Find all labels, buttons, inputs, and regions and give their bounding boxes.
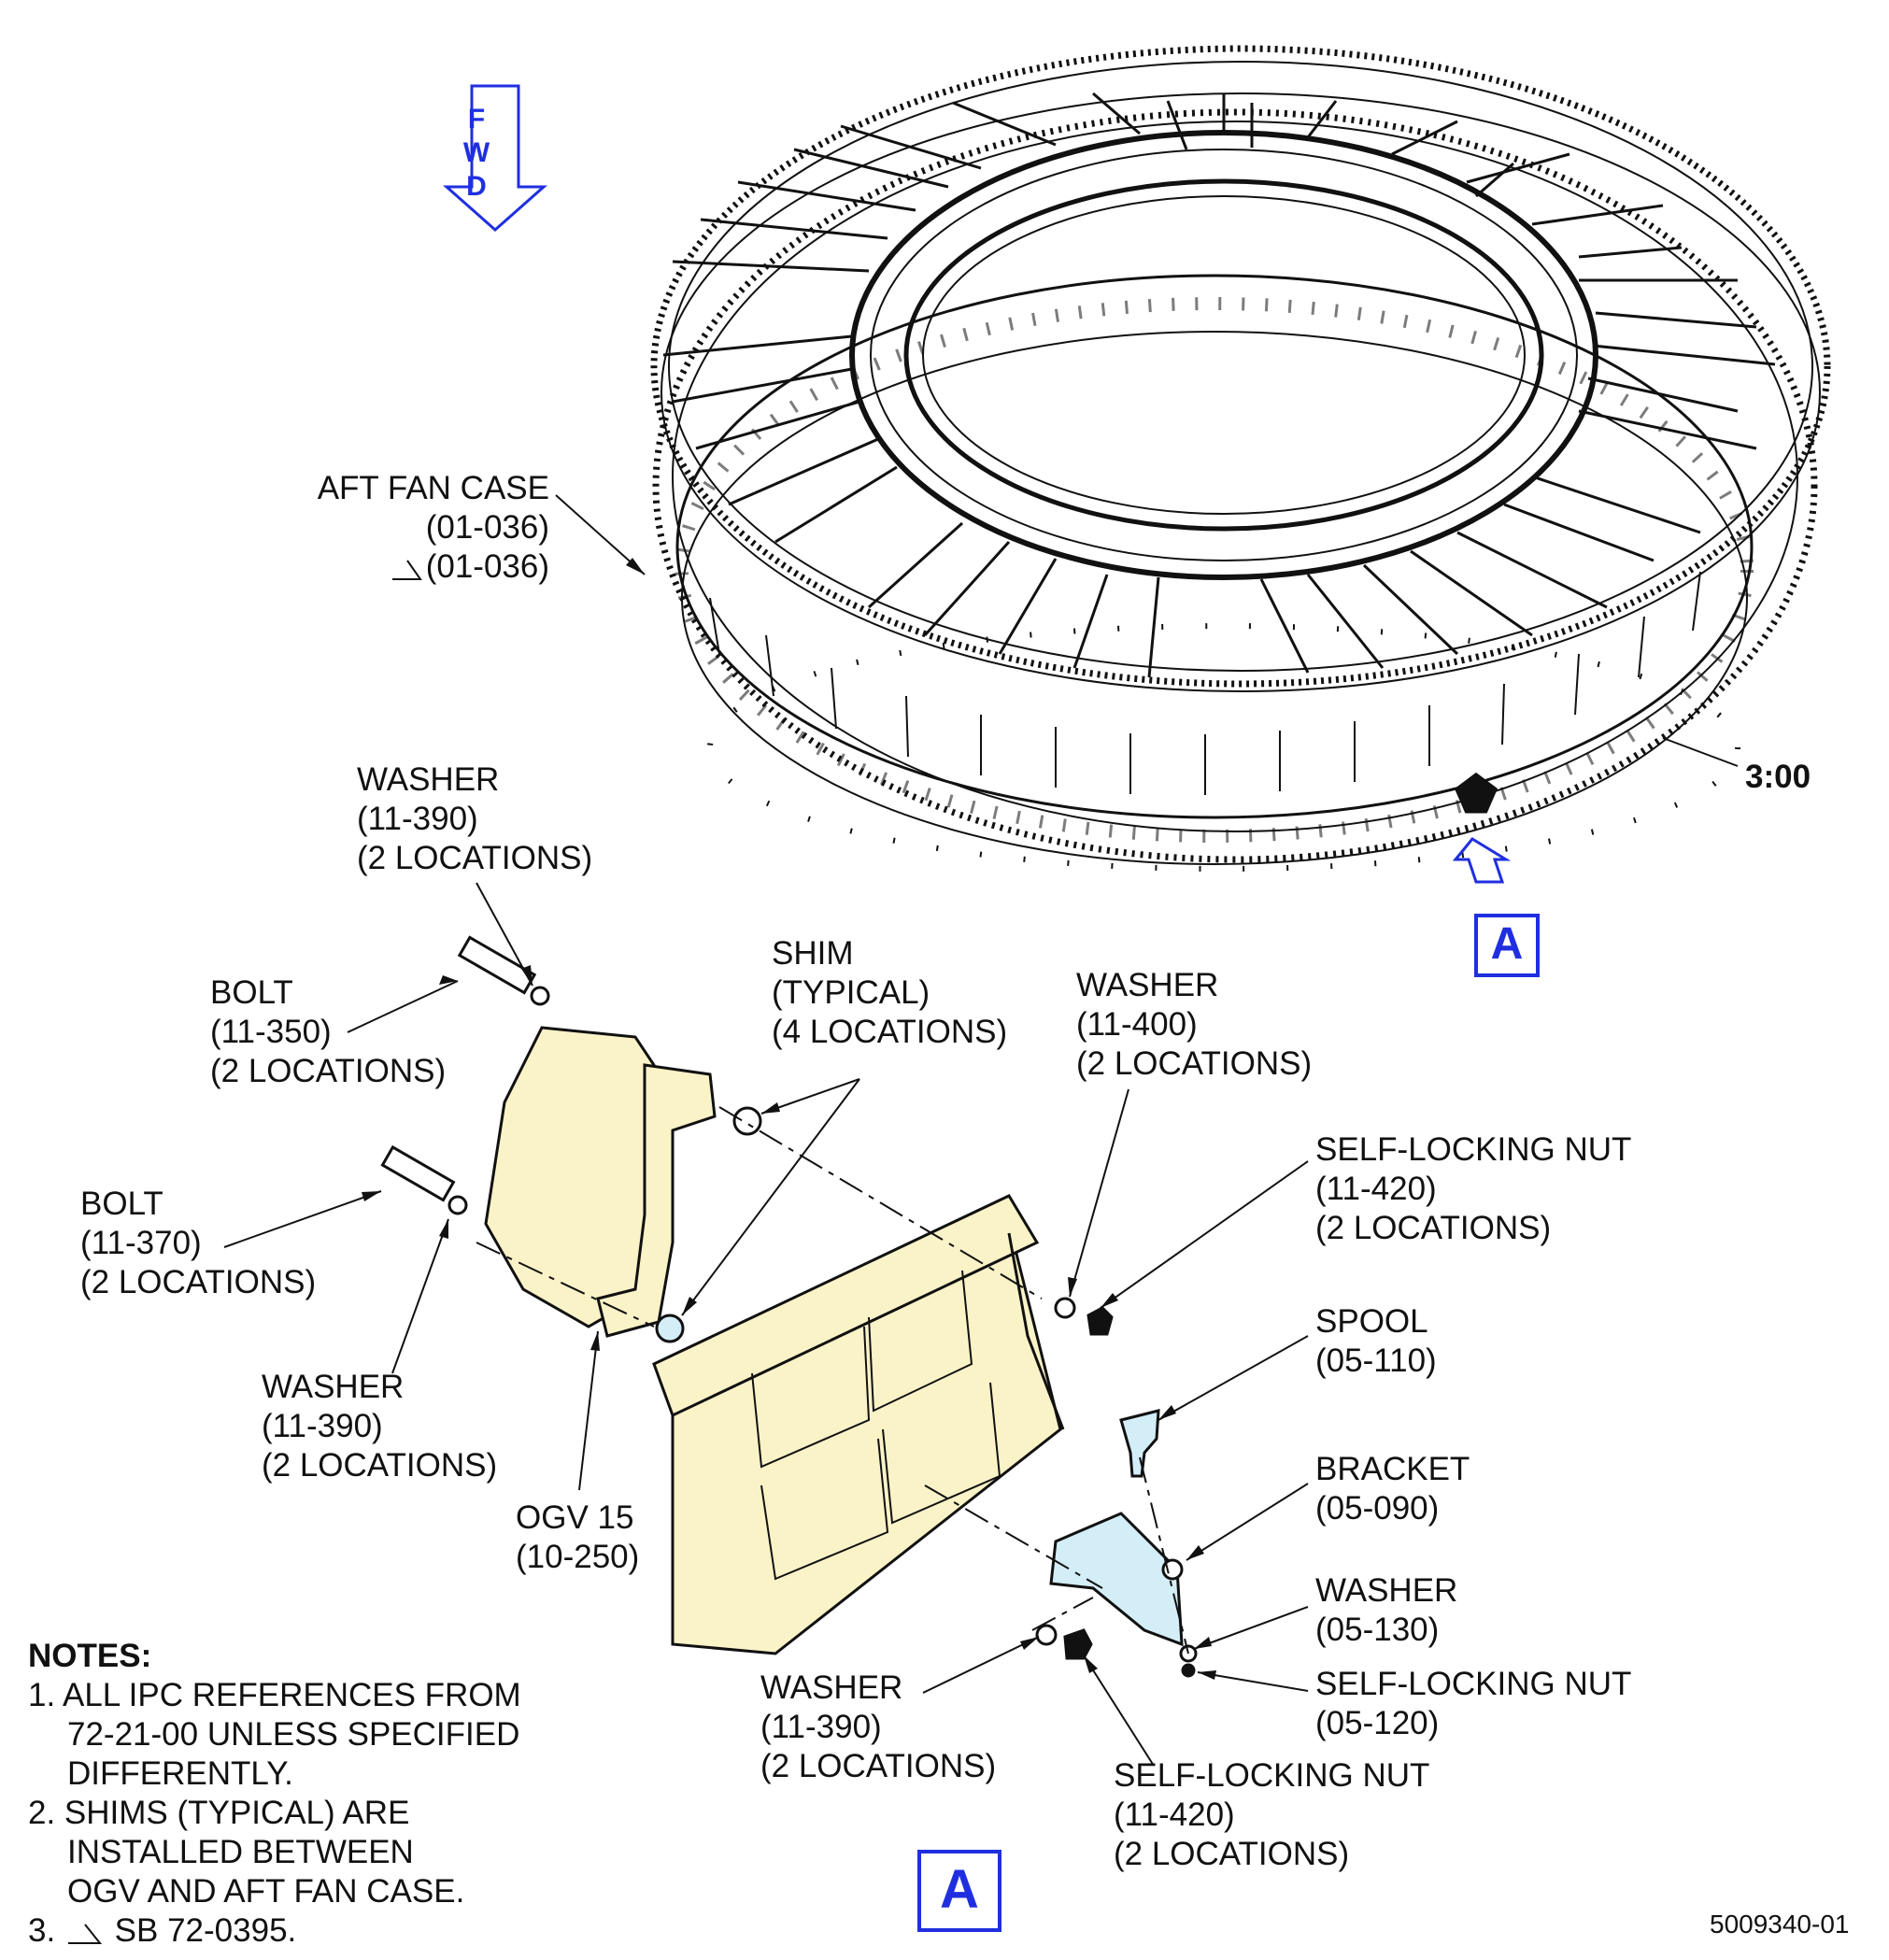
callout-washer-mid: WASHER (11-390) (2 LOCATIONS) — [262, 1368, 497, 1485]
aft-fan-case-drawing — [650, 45, 1831, 872]
callout-ref: (05-110) — [1315, 1342, 1437, 1379]
document-number: 5009340-01 — [1710, 1910, 1850, 1939]
callout-name: SELF-LOCKING NUT — [1315, 1666, 1632, 1702]
callout-ref: (11-400) — [1076, 1006, 1198, 1043]
callout-ref: (05-130) — [1315, 1612, 1440, 1648]
callout-name: WASHER — [357, 761, 500, 798]
leader-arrowheads — [362, 558, 1216, 1680]
callout-bracket: BRACKET (05-090) — [1315, 1450, 1470, 1528]
callout-washer-top: WASHER (11-390) (2 LOCATIONS) — [357, 760, 592, 878]
note-1-line-3: DIFFERENTLY. — [67, 1755, 293, 1792]
callout-name: SELF-LOCKING NUT — [1315, 1131, 1632, 1168]
callout-ref: (11-390) — [357, 801, 478, 837]
callout-qty: (4 LOCATIONS) — [772, 1014, 1008, 1050]
callout-name: SHIM — [772, 935, 854, 972]
note-2-line-1: 2. SHIMS (TYPICAL) ARE — [28, 1795, 410, 1831]
callout-typ: (TYPICAL) — [772, 974, 930, 1011]
note-1-line-2: 72-21-00 UNLESS SPECIFIED — [67, 1716, 520, 1753]
notes-block: NOTES: 1. ALL IPC REFERENCES FROM 72-21-… — [28, 1637, 521, 1951]
callout-nut-420-low: SELF-LOCKING NUT (11-420) (2 LOCATIONS) — [1114, 1756, 1429, 1874]
callout-ref: (11-390) — [760, 1709, 882, 1745]
callout-name: BOLT — [80, 1186, 163, 1222]
callout-washer-low: WASHER (11-390) (2 LOCATIONS) — [760, 1669, 996, 1786]
callout-ref-sb: (01-036) — [297, 547, 549, 587]
callout-washer-400: WASHER (11-400) (2 LOCATIONS) — [1076, 966, 1312, 1084]
view-a-label-top: A — [1490, 919, 1524, 969]
note-3: 3. SB 72-0395. — [28, 1911, 521, 1951]
callout-ogv: OGV 15 (10-250) — [516, 1498, 639, 1577]
view-a-arrow-icon — [1452, 837, 1512, 884]
callout-aft-fan-case: AFT FAN CASE (01-036) (01-036) — [297, 469, 549, 587]
sb-triangle-icon — [391, 560, 422, 580]
view-a-box-top: A — [1474, 914, 1540, 977]
sb-triangle-icon — [67, 1924, 103, 1944]
callout-qty: (2 LOCATIONS) — [1076, 1045, 1313, 1082]
callout-qty: (2 LOCATIONS) — [760, 1748, 997, 1784]
callout-ref: (11-390) — [262, 1408, 383, 1444]
view-a-box-bottom: A — [917, 1850, 1001, 1932]
callout-qty: (2 LOCATIONS) — [210, 1053, 447, 1089]
callout-spool: SPOOL (05-110) — [1315, 1302, 1437, 1381]
fwd-letter-w: W — [462, 137, 490, 168]
callout-nut-120: SELF-LOCKING NUT (05-120) — [1315, 1665, 1631, 1743]
callout-washer-130: WASHER (05-130) — [1315, 1571, 1457, 1650]
callout-qty: (2 LOCATIONS) — [357, 840, 593, 876]
fwd-arrow-icon — [443, 84, 547, 233]
callout-qty: (2 LOCATIONS) — [262, 1447, 498, 1484]
callout-name: WASHER — [760, 1669, 903, 1706]
callout-shim: SHIM (TYPICAL) (4 LOCATIONS) — [772, 934, 1007, 1052]
fwd-letter-f: F — [467, 104, 486, 135]
callout-ref: (05-090) — [1315, 1490, 1440, 1527]
callout-name: WASHER — [1076, 967, 1219, 1003]
callout-qty: (2 LOCATIONS) — [1315, 1210, 1552, 1246]
callout-ref: (11-350) — [210, 1014, 332, 1050]
callout-name: SPOOL — [1315, 1303, 1428, 1340]
clock-position: 3:00 — [1745, 759, 1811, 795]
callout-ref: (10-250) — [516, 1539, 640, 1575]
note-3-number: 3. — [28, 1912, 56, 1949]
fwd-indicator: F W D — [458, 103, 495, 204]
callout-ref: (11-420) — [1315, 1171, 1437, 1207]
callout-ref: (01-036) — [425, 509, 549, 546]
note-3-text: SB 72-0395. — [114, 1912, 297, 1949]
callout-bolt-350: BOLT (11-350) (2 LOCATIONS) — [210, 973, 446, 1091]
callout-name: BOLT — [210, 974, 293, 1011]
note-2-line-3: OGV AND AFT FAN CASE. — [67, 1873, 465, 1910]
view-a-label-bottom: A — [940, 1859, 979, 1920]
callout-name: OGV 15 — [516, 1499, 634, 1536]
bracket-drawing — [1049, 1512, 1184, 1647]
callout-ref-sb-text: (01-036) — [425, 548, 549, 585]
callout-ref: (11-420) — [1114, 1797, 1235, 1833]
fwd-letter-d: D — [466, 171, 487, 202]
callout-qty: (2 LOCATIONS) — [80, 1264, 317, 1300]
callout-ref: (05-120) — [1315, 1705, 1440, 1741]
note-1-line-1: 1. ALL IPC REFERENCES FROM — [28, 1677, 521, 1713]
callout-qty: (2 LOCATIONS) — [1114, 1836, 1350, 1872]
note-2-line-2: INSTALLED BETWEEN — [67, 1834, 414, 1870]
notes-heading: NOTES: — [28, 1638, 152, 1674]
callout-bolt-370: BOLT (11-370) (2 LOCATIONS) — [80, 1185, 316, 1302]
hardware-parts — [380, 935, 1198, 1678]
ogv-drawing — [484, 1026, 1065, 1655]
callout-ref: (11-370) — [80, 1225, 202, 1261]
callout-nut-420-top: SELF-LOCKING NUT (11-420) (2 LOCATIONS) — [1315, 1130, 1631, 1248]
callout-name: AFT FAN CASE — [317, 470, 549, 506]
callout-name: BRACKET — [1315, 1451, 1470, 1487]
callout-name: SELF-LOCKING NUT — [1114, 1757, 1430, 1794]
callout-name: WASHER — [262, 1369, 405, 1405]
assembly-centerlines — [476, 1106, 1189, 1655]
callout-name: WASHER — [1315, 1572, 1458, 1609]
